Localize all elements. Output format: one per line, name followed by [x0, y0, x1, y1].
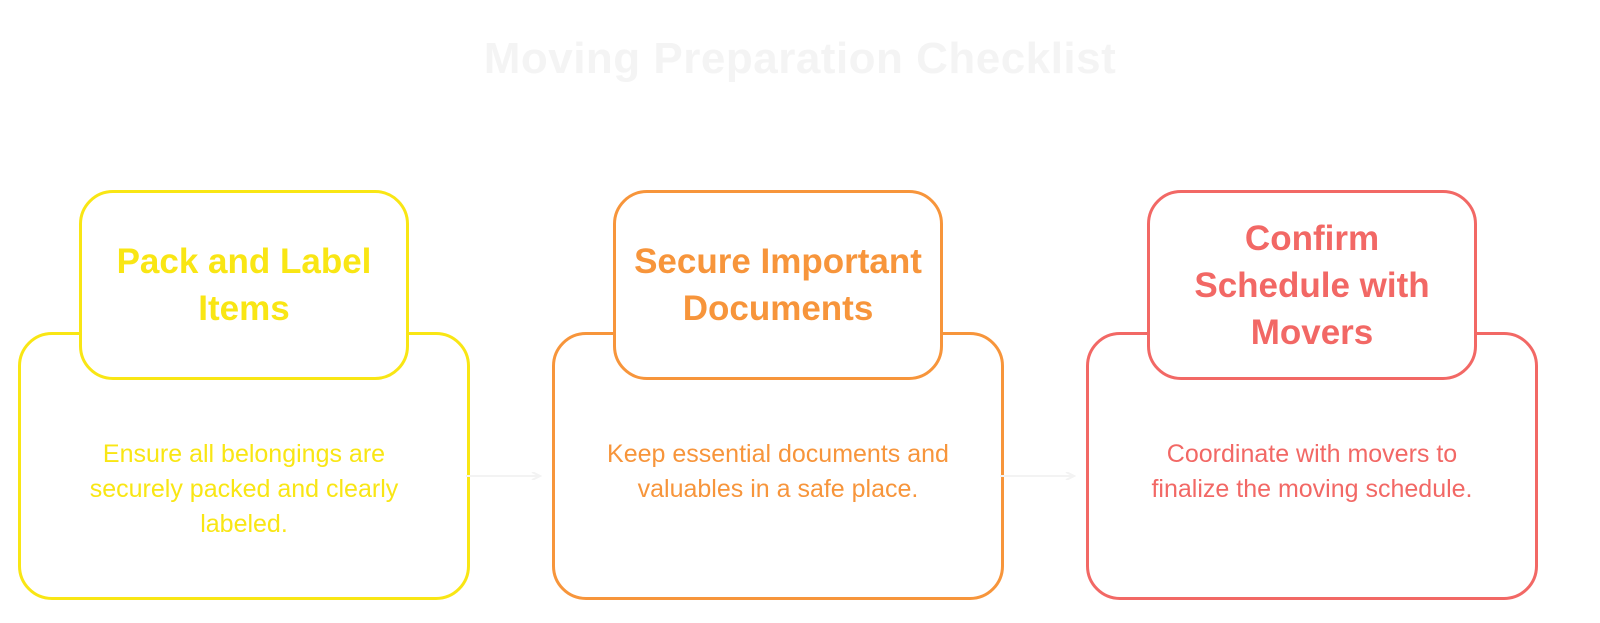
step-title: Confirm Schedule with Movers — [1194, 218, 1430, 352]
step-title: Secure Important Documents — [634, 242, 922, 328]
step-header-pack-label: Pack and Label Items — [79, 190, 409, 380]
arrow-connector-2 — [1000, 472, 1077, 480]
step-description: Coordinate with movers to finalize the m… — [1151, 440, 1473, 503]
step-description: Keep essential documents and valuables i… — [607, 440, 949, 503]
step-title: Pack and Label Items — [116, 242, 372, 328]
arrow-connector-1 — [466, 472, 543, 480]
step-header-confirm-schedule: Confirm Schedule with Movers — [1147, 190, 1477, 380]
diagram-title: Moving Preparation Checklist — [483, 34, 1117, 83]
step-description: Ensure all belongings are securely packe… — [89, 440, 399, 538]
step-header-secure-documents: Secure Important Documents — [613, 190, 943, 380]
